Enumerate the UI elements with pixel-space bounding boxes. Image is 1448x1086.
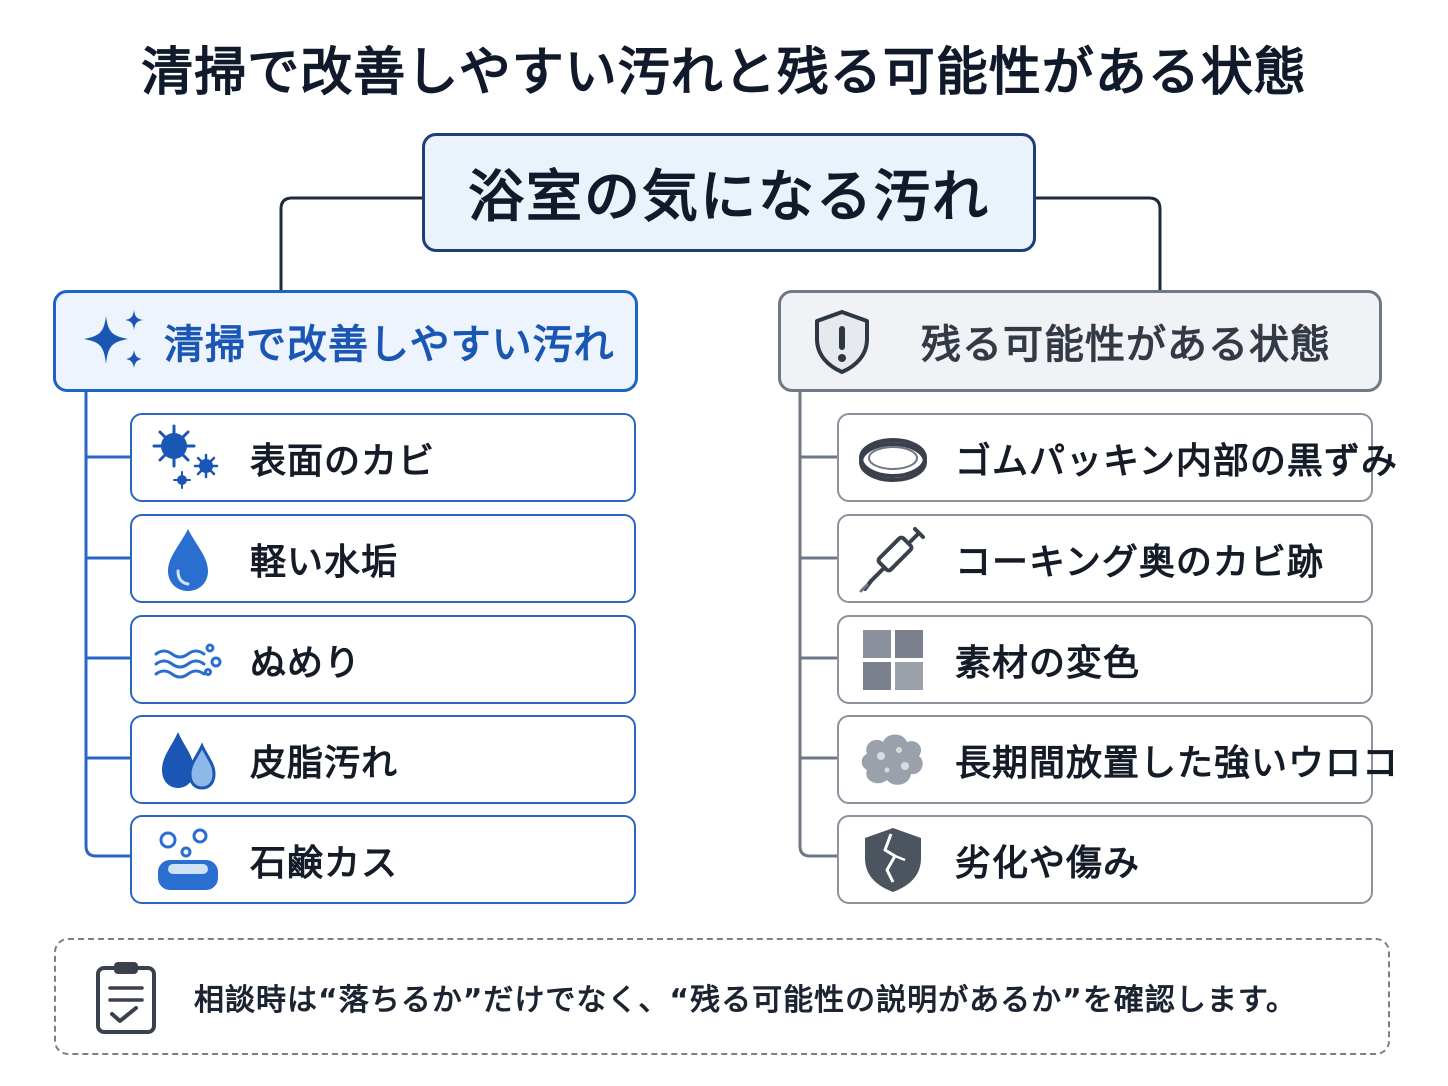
item-label: 劣化や傷み <box>955 842 1141 884</box>
list-item: ゴムパッキン内部の黒ずみ <box>837 413 1397 502</box>
item-label: 石鹸カス <box>250 842 399 884</box>
list-item: 表面のカビ <box>130 413 636 502</box>
advice-note-text: 相談時は“落ちるか”だけでなく、“残る可能性の説明があるか”を確認します。 <box>194 982 1297 1018</box>
clipboard-check-icon <box>96 961 156 1034</box>
item-label: 長期間放置した強いウロコ <box>955 742 1400 784</box>
shield-alert-icon <box>815 310 869 374</box>
slime-waves-icon <box>154 643 222 678</box>
category-may-remain-label: 残る可能性がある状態 <box>921 322 1331 368</box>
item-label: 素材の変色 <box>955 642 1141 684</box>
list-item: ぬめり <box>130 615 636 704</box>
item-label: ゴムパッキン内部の黒ずみ <box>955 440 1398 482</box>
item-label: ぬめり <box>250 642 362 684</box>
list-item: コーキング奥のカビ跡 <box>837 514 1373 603</box>
tiles-icon <box>863 629 923 690</box>
advice-note: 相談時は“落ちるか”だけでなく、“残る可能性の説明があるか”を確認します。 <box>54 938 1390 1055</box>
water-drop-icon <box>168 528 208 591</box>
cracked-shield-icon <box>865 827 921 892</box>
category-cleanable: 清掃で改善しやすい汚れ <box>53 290 638 392</box>
list-item: 皮脂汚れ <box>130 715 636 804</box>
item-label: 皮脂汚れ <box>250 742 399 784</box>
list-item: 軽い水垢 <box>130 514 636 603</box>
list-item: 石鹸カス <box>130 815 636 904</box>
root-label: 浴室の気になる汚れ <box>468 165 990 230</box>
list-item: 長期間放置した強いウロコ <box>837 715 1398 804</box>
list-item: 劣化や傷み <box>837 815 1373 904</box>
soap-bubbles-icon <box>158 828 218 890</box>
item-label: コーキング奥のカビ跡 <box>955 541 1324 583</box>
category-cleanable-label: 清掃で改善しやすい汚れ <box>164 322 615 368</box>
rubber-ring-icon <box>859 437 927 482</box>
sparkle-icon <box>84 310 143 368</box>
page-title: 清掃で改善しやすい汚れと残る可能性がある状態 <box>141 43 1307 103</box>
item-label: 軽い水垢 <box>250 541 399 583</box>
caulking-gun-icon <box>859 526 925 592</box>
category-may-remain: 残る可能性がある状態 <box>778 290 1382 392</box>
item-label: 表面のカビ <box>250 440 436 482</box>
list-item: 素材の変色 <box>837 615 1373 704</box>
mold-spores-icon <box>152 424 219 489</box>
oil-drops-icon <box>162 731 216 790</box>
scale-deposit-icon <box>861 734 923 785</box>
root-node: 浴室の気になる汚れ <box>422 133 1036 252</box>
